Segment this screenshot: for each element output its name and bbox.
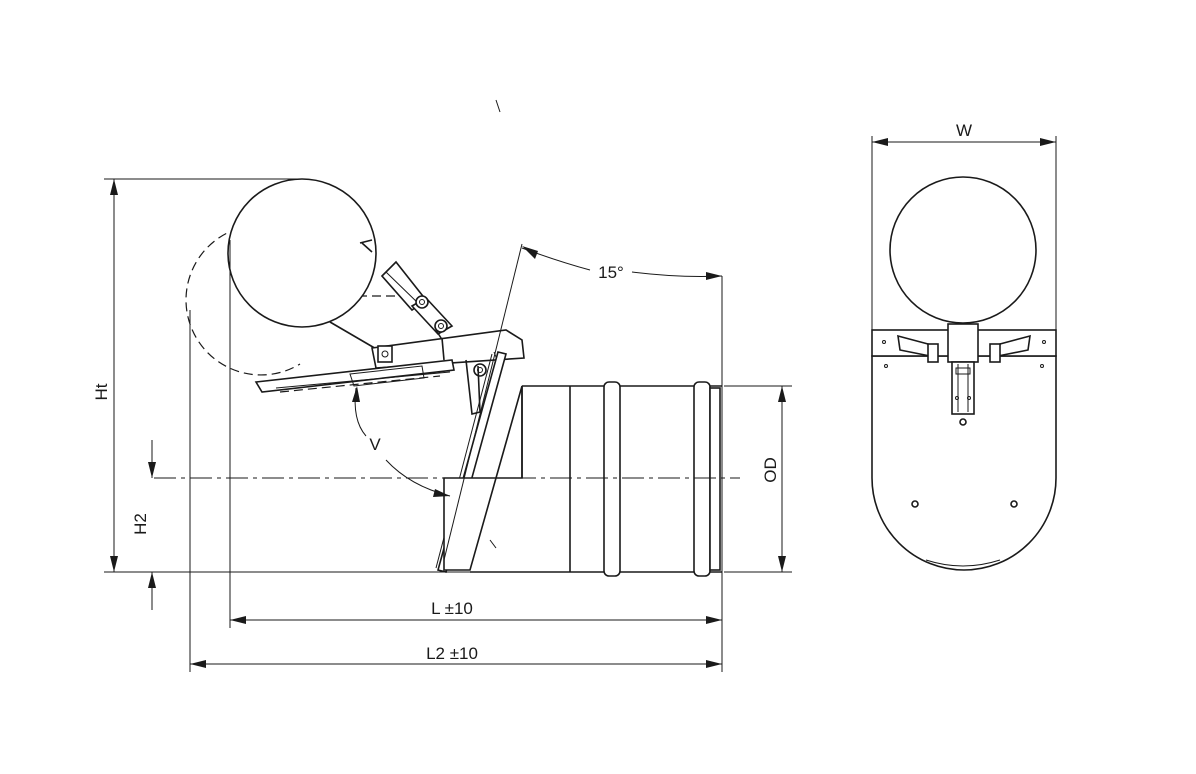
dimension-opening-angle-label: V [369,435,381,454]
dimension-h2: H2 [131,440,156,610]
dimension-l-label: L ±10 [431,599,473,618]
front-float-ball [889,176,1037,324]
front-flap-plate [871,355,1057,571]
dimension-od: OD [724,385,792,573]
dimension-l2: L2 ±10 [189,310,723,672]
dimension-w-label: W [956,121,972,140]
front-hinge-bar [871,323,1057,368]
dimension-ht: Ht [92,178,470,573]
dimension-w: W [871,121,1057,330]
front-stem [951,361,975,426]
dimension-l: L ±10 [229,240,723,628]
dimension-angle-label: 15° [598,263,624,282]
front-bolt-left [911,500,919,508]
float-ball [227,178,377,328]
dimension-angle: 15° [443,243,723,561]
front-bolt-right [1010,500,1018,508]
dimension-od-label: OD [761,457,780,483]
float-arm [329,239,454,351]
dimension-ht-label: Ht [92,383,111,400]
dimension-l2-label: L2 ±10 [426,644,478,663]
dimension-opening-angle: V [352,386,451,497]
dimension-h2-label: H2 [131,513,150,535]
hinge-bracket [371,329,525,415]
flap-open-position [254,359,455,393]
side-view: Ht H2 OD 15° [92,99,792,672]
front-view: W [871,121,1057,571]
